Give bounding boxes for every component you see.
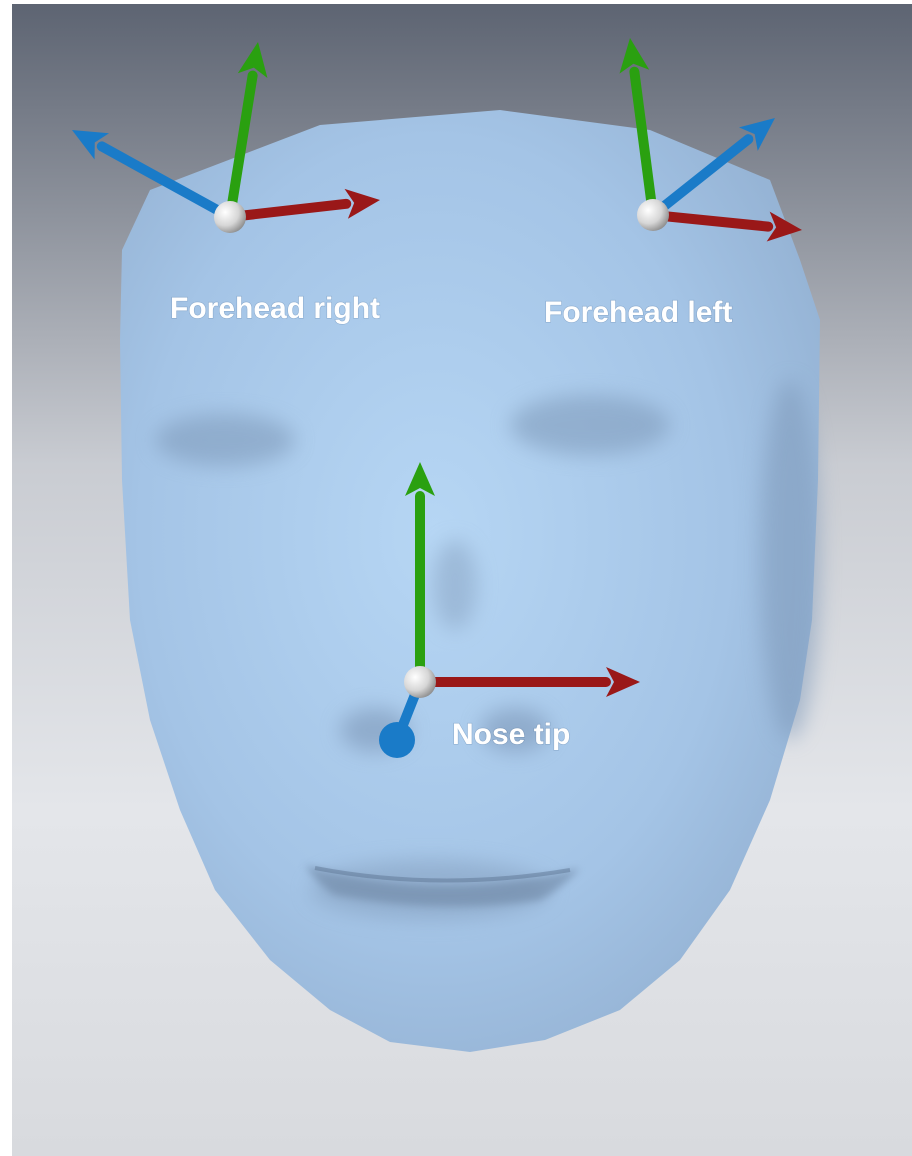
anchor-sphere [637, 199, 669, 231]
forehead-left-label: Forehead left [544, 296, 732, 329]
nose-tip-label: Nose tip [452, 718, 570, 751]
forehead-right-label: Forehead right [170, 292, 380, 325]
z-axis-endpoint [379, 722, 415, 758]
anchor-sphere [404, 666, 436, 698]
anchor-sphere [214, 201, 246, 233]
